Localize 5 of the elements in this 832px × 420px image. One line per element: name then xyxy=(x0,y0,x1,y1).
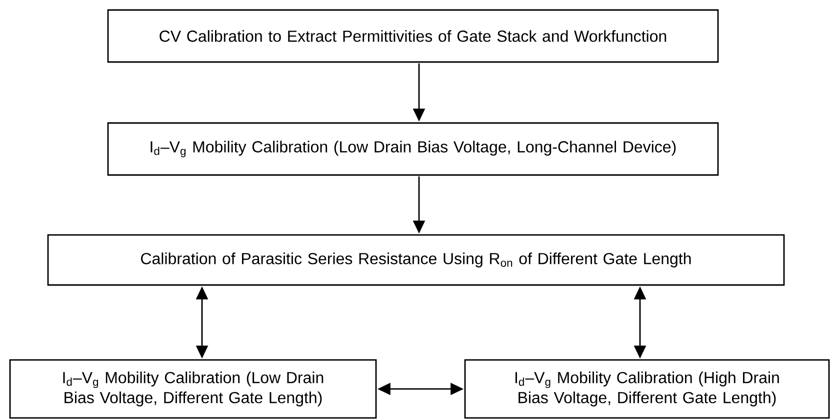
process-box: I$_{d}$–V$_{g}$ Mobility Calibration (Low Drain Bias Voltage, Different Gate Length) xyxy=(9,359,377,419)
process-box: Calibration of Parasitic Series Resistance Using R$_{on}$ of Different Gate Length xyxy=(47,234,785,286)
process-box: I$_{d}$–V$_{g}$ Mobility Calibration (High Drain Bias Voltage, Different Gate Length) xyxy=(464,359,830,419)
process-box: CV Calibration to Extract Permittivities of Gate Stack and Workfunction xyxy=(107,9,719,63)
process-box: I$_{d}$–V$_{g}$ Mobility Calibration (Low Drain Bias Voltage, Long-Channel Device) xyxy=(107,122,719,176)
